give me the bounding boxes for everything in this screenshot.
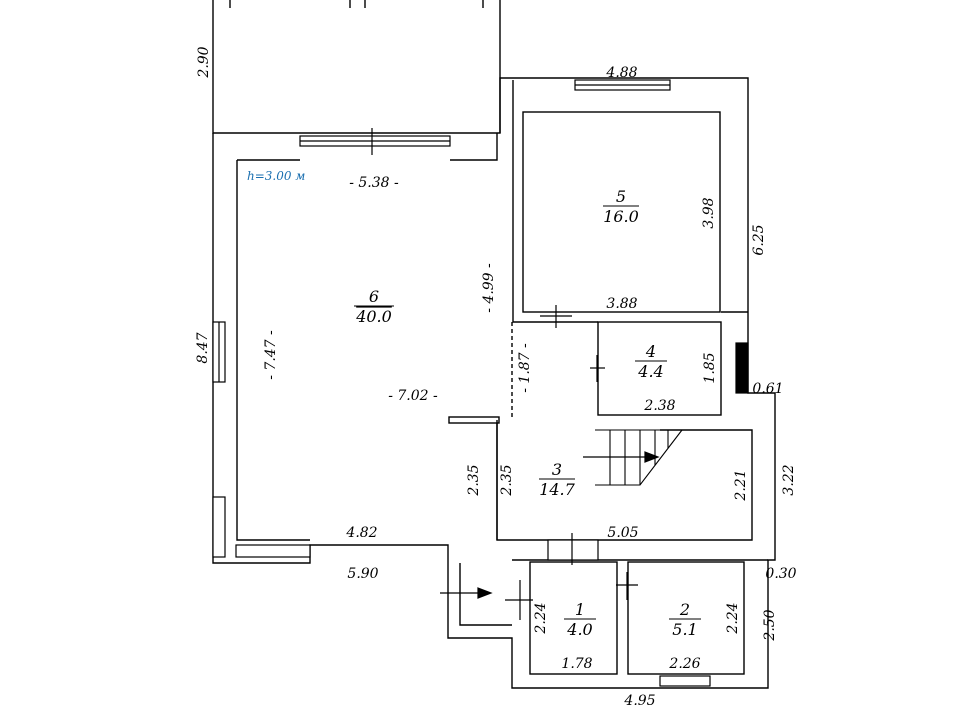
dim-offset-030: 0.30 (765, 566, 796, 582)
stair-arrow-head (644, 451, 660, 463)
dim-right-outer-upper: 6.25 (751, 224, 767, 255)
dim-partition-235-a: 2.35 (466, 464, 482, 496)
room1-walls (529, 561, 618, 675)
door-marks (371, 128, 638, 620)
arrows (440, 451, 660, 599)
dim-room1-width: 1.78 (561, 656, 592, 672)
walls (212, 0, 776, 689)
room-area-4: 4.4 (637, 362, 663, 381)
dim-room5-width: 3.88 (606, 296, 637, 312)
room6-inner-wall (236, 160, 310, 541)
dim-left-outer: 8.47 (195, 332, 211, 363)
room2-walls (627, 561, 745, 675)
room-number-4: 4 (645, 342, 656, 361)
dim-hall-dashed: - 1.87 - (517, 343, 533, 393)
dim-bottom-outer: 4.95 (623, 693, 655, 709)
dim-right-outer-mid: 3.22 (781, 464, 797, 495)
dim-room4-width: 2.38 (643, 398, 675, 414)
room5-walls (522, 111, 721, 313)
dim-room4-height: 1.85 (702, 352, 718, 383)
room-area-3: 14.7 (539, 480, 575, 499)
windows (212, 79, 749, 687)
dimension-labels: 2.90 4.88 3.98 3.88 6.25 - 5.38 - - 4.99… (195, 46, 797, 709)
room-area-2: 5.1 (672, 620, 697, 639)
dim-right-outer-lower: 2.50 (762, 609, 778, 641)
dim-bottom-left: 5.90 (347, 566, 378, 582)
entrance-porch (459, 563, 512, 626)
room-number-3: 3 (552, 460, 562, 479)
dim-top-right-width: 4.88 (605, 65, 637, 81)
room-number-1: 1 (575, 600, 585, 619)
dim-room6-mid: - 7.02 - (388, 388, 438, 404)
dim-room6-bottom: 4.82 (345, 525, 377, 541)
room-number-5: 5 (616, 187, 626, 206)
dim-room5-height: 3.98 (701, 197, 717, 228)
window-room3-bottom (547, 539, 599, 561)
room-area-5: 16.0 (603, 207, 639, 226)
dim-room6-top: - 5.38 - (349, 175, 399, 191)
dim-room6-left: - 7.47 - (263, 330, 279, 380)
terrace-outline (212, 0, 501, 134)
room-area-6: 40.0 (355, 307, 392, 326)
window-bottom (659, 675, 711, 687)
dim-offset-061: 0.61 (752, 381, 783, 397)
window-room4-right (735, 342, 749, 394)
dim-room6-right: - 4.99 - (481, 263, 497, 313)
window-room6-bottom (235, 544, 311, 558)
dim-partition-235-b: 2.35 (499, 464, 515, 496)
partition-t-top (448, 416, 500, 424)
room6-top-wall-right (450, 133, 498, 161)
entry-arrow-head (477, 587, 493, 599)
dim-room3-height: 2.21 (733, 469, 749, 501)
right-inner-wall (512, 80, 598, 323)
room-area-1: 4.0 (566, 620, 592, 639)
dim-top-left-vertical: 2.90 (196, 46, 212, 78)
room-number-6: 6 (369, 287, 379, 306)
dim-room2-width: 2.26 (668, 656, 700, 672)
ceiling-height-note: h=3.00 м (247, 169, 305, 183)
room-labels: 6 40.0 5 16.0 4 4.4 3 14.7 1 4.0 2 5.1 (354, 187, 701, 639)
room-number-2: 2 (679, 600, 690, 619)
dim-room1-height: 2.24 (533, 602, 549, 634)
dim-room2-height: 2.24 (725, 602, 741, 634)
window-room6-corner (212, 496, 226, 558)
dim-room3-bottom: 5.05 (607, 525, 638, 541)
